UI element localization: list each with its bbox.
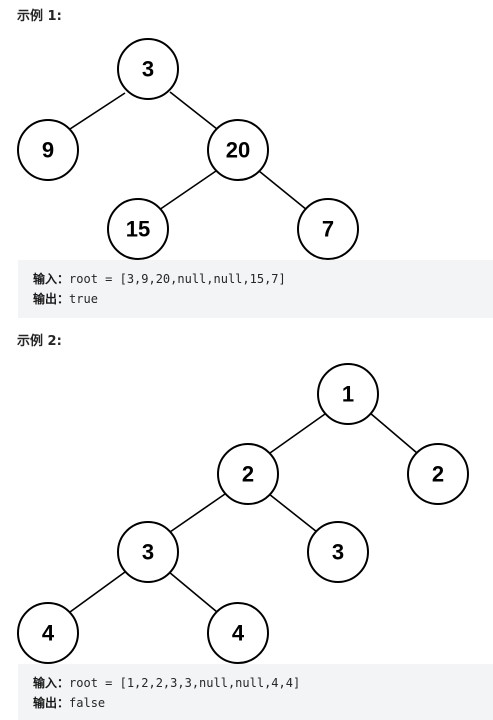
output-label: 输出：: [33, 292, 70, 306]
tree-node: 4: [207, 602, 269, 664]
tree-node: 1: [317, 363, 379, 425]
tree-node: 3: [117, 521, 179, 583]
tree-node: 2: [407, 443, 469, 505]
node-value: 15: [126, 217, 150, 242]
input-value: root = [3,9,20,null,null,15,7]: [69, 272, 286, 286]
node-value: 2: [432, 462, 444, 487]
node-value: 3: [332, 540, 344, 565]
node-value: 3: [142, 57, 154, 82]
tree-node: 2: [217, 443, 279, 505]
example-2-heading: 示例 2:: [17, 334, 62, 349]
example-1-tree-diagram: 3 9 20 15 7: [17, 38, 359, 260]
input-line: 输入：root = [3,9,20,null,null,15,7]: [33, 269, 493, 289]
tree-node: 20: [207, 119, 269, 181]
output-value: true: [69, 292, 98, 306]
edge-3-4-left: [69, 571, 126, 613]
output-label: 输出：: [33, 696, 70, 710]
edge-2-3-right: [268, 493, 318, 533]
output-line: 输出：false: [33, 693, 493, 713]
node-value: 4: [42, 621, 55, 646]
tree-node: 3: [307, 521, 369, 583]
edge-20-15: [158, 170, 217, 211]
node-value: 7: [322, 217, 334, 242]
tree-node: 15: [107, 198, 169, 260]
node-value: 4: [232, 621, 245, 646]
node-value: 3: [142, 540, 154, 565]
example-1-code-block: 输入：root = [3,9,20,null,null,15,7] 输出：tru…: [18, 260, 493, 318]
node-value: 2: [242, 462, 254, 487]
node-value: 9: [42, 138, 54, 163]
output-line: 输出：true: [33, 289, 493, 309]
tree-node: 9: [17, 119, 79, 181]
edge-20-7: [258, 170, 308, 211]
tree-node: 7: [297, 198, 359, 260]
example-2-tree-diagram: 1 2 2 3 3 4 4: [17, 363, 469, 664]
edge-3-20: [169, 91, 218, 130]
tree-node: 3: [117, 38, 179, 100]
edge-1-2-right: [369, 412, 418, 454]
input-line: 输入：root = [1,2,2,3,3,null,null,4,4]: [33, 673, 493, 693]
edge-1-2-left: [269, 413, 326, 454]
example-1-heading: 示例 1:: [17, 9, 62, 24]
edge-3-4-right: [168, 571, 218, 613]
node-value: 1: [342, 382, 354, 407]
edge-3-9: [69, 92, 126, 130]
edge-2-3-left: [169, 493, 226, 533]
example-2-code-block: 输入：root = [1,2,2,3,3,null,null,4,4] 输出：f…: [18, 664, 493, 720]
input-value: root = [1,2,2,3,3,null,null,4,4]: [69, 676, 301, 690]
tree-node: 4: [17, 602, 79, 664]
input-label: 输入：: [33, 676, 70, 690]
output-value: false: [69, 696, 106, 710]
node-value: 20: [226, 138, 250, 163]
input-label: 输入：: [33, 272, 70, 286]
